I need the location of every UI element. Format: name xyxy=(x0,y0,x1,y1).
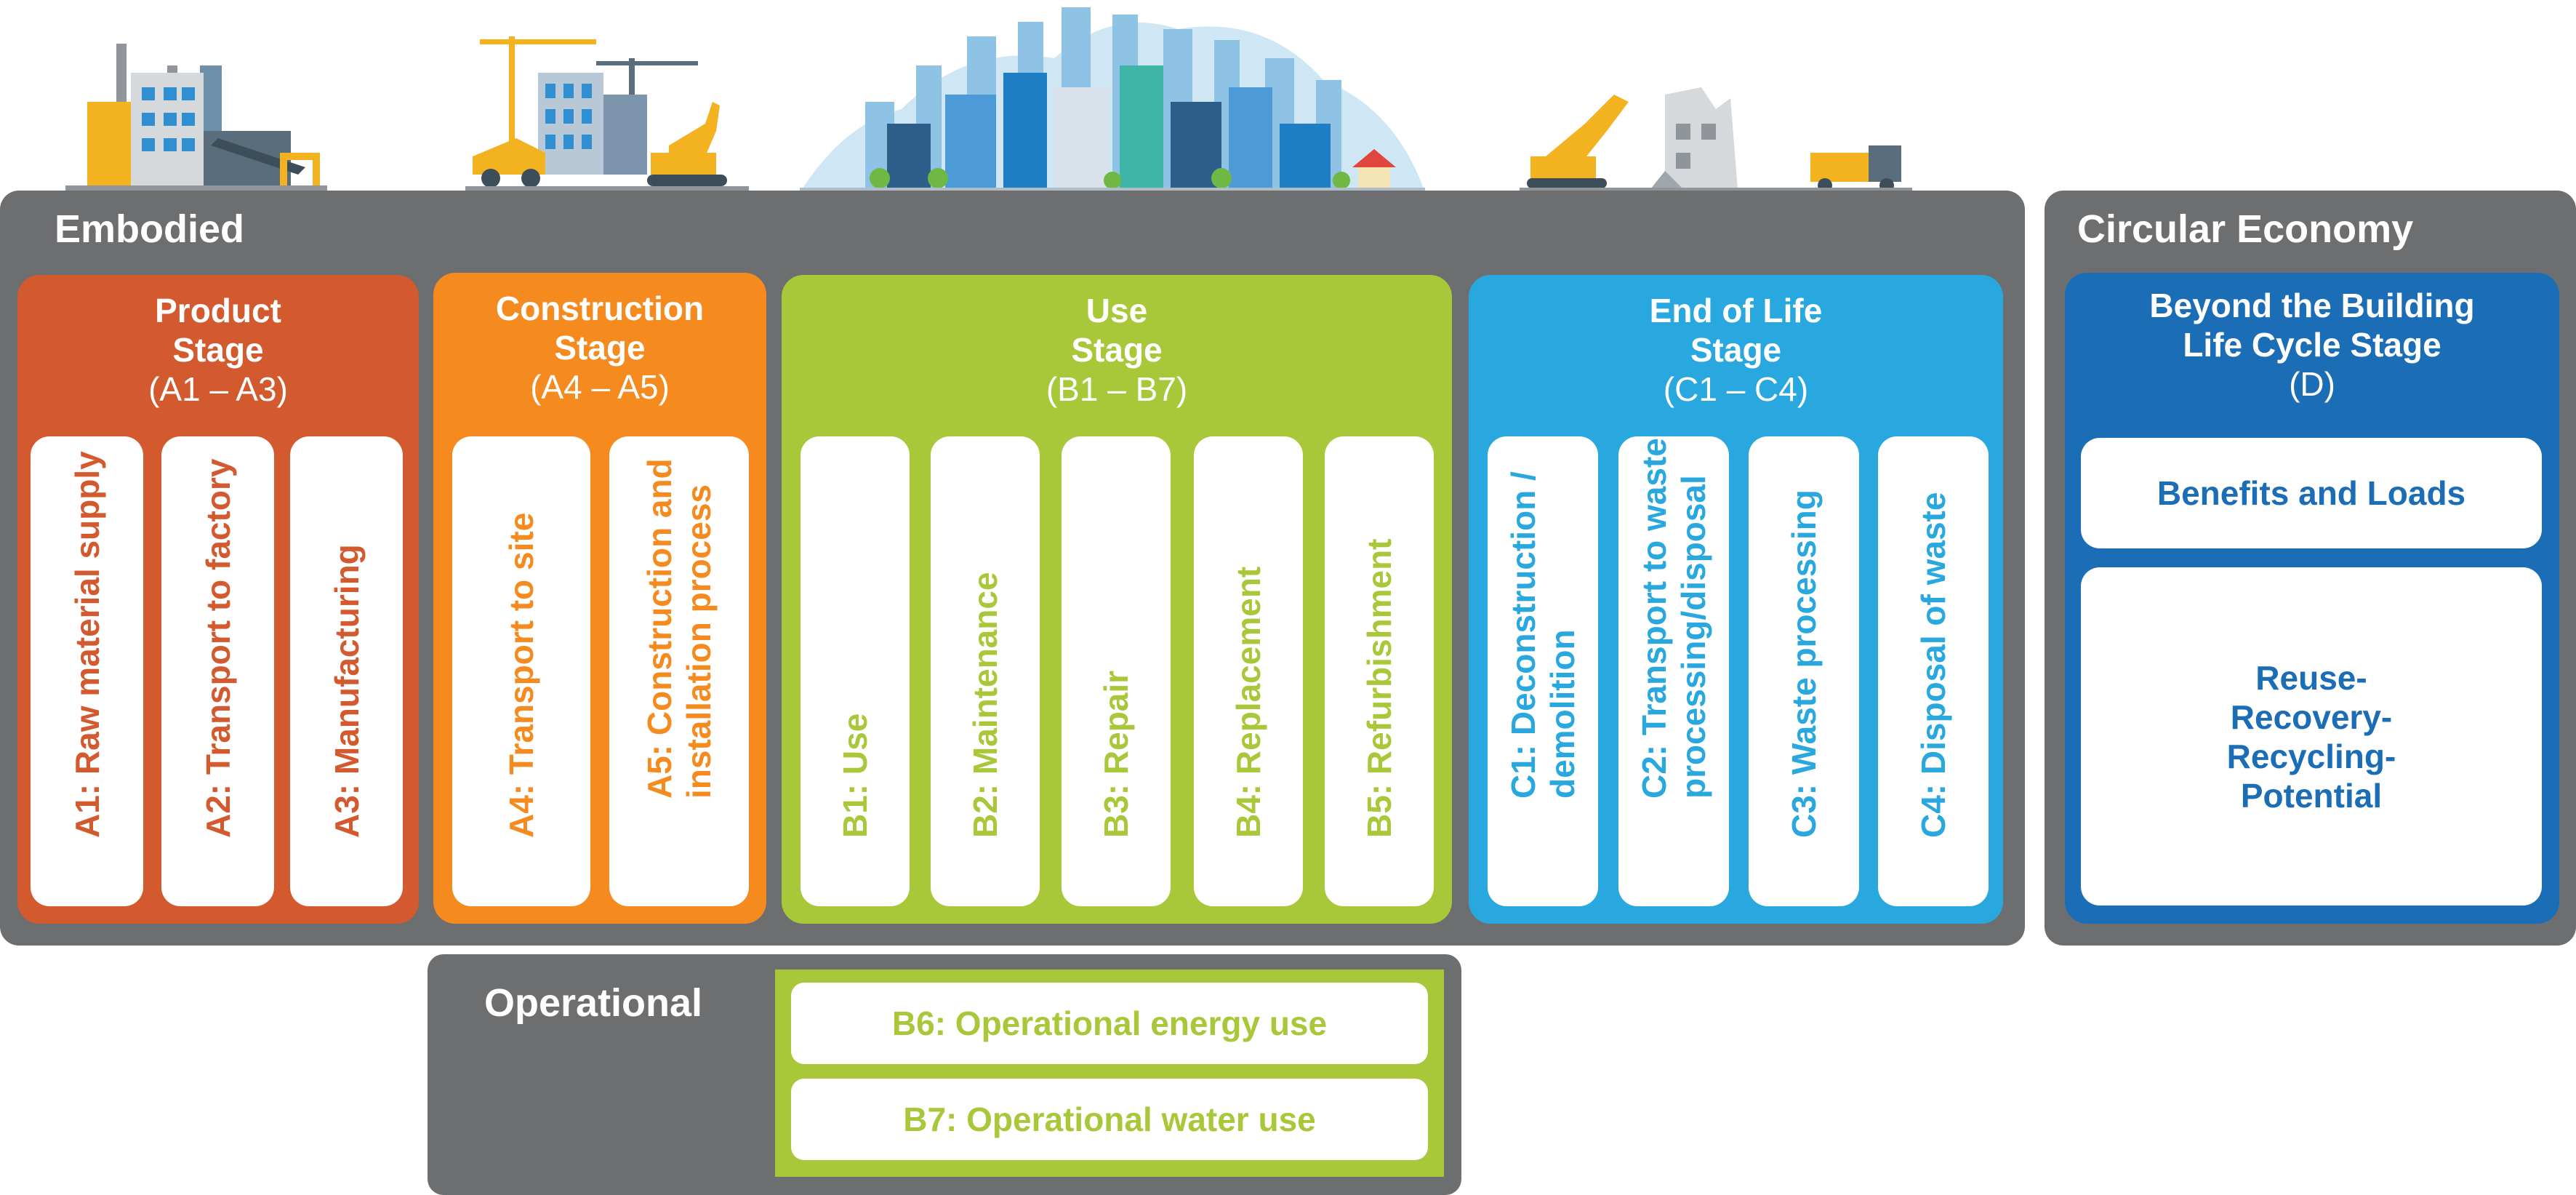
card-a2-label: A2: Transport to factory xyxy=(198,458,237,838)
reuse-line-2: Recovery- xyxy=(2230,698,2393,736)
card-b4: B4: Replacement xyxy=(1194,436,1303,906)
card-reuse-recovery: Reuse- Recovery- Recycling- Potential xyxy=(2081,567,2542,906)
card-c2-label: C2: Transport to waste processing/dispos… xyxy=(1634,438,1713,799)
card-b6: B6: Operational energy use xyxy=(791,983,1428,1064)
circular-economy-title: Circular Economy xyxy=(2077,207,2414,251)
product-stage-header: Product Stage (A1 – A3) xyxy=(17,291,419,409)
beyond-stage-line2: Life Cycle Stage xyxy=(2183,326,2441,364)
card-c4: C4: Disposal of waste xyxy=(1878,436,1989,906)
construction-stage-name: Construction xyxy=(495,289,705,327)
card-b4-label: B4: Replacement xyxy=(1229,566,1267,838)
construction-stage: Construction Stage (A4 – A5) A4: Transpo… xyxy=(433,273,766,924)
card-b3-label: B3: Repair xyxy=(1097,670,1135,838)
card-a1-label: A1: Raw material supply xyxy=(68,451,106,838)
construction-stage-code: (A4 – A5) xyxy=(530,368,670,406)
reuse-line-4: Potential xyxy=(2240,776,2383,815)
card-c1-label: C1: Deconstruction / demolition xyxy=(1504,471,1582,799)
card-a2: A2: Transport to factory xyxy=(161,436,274,906)
card-a1: A1: Raw material supply xyxy=(31,436,143,906)
beyond-stage-header: Beyond the Building Life Cycle Stage (D) xyxy=(2065,286,2559,404)
end-of-life-stage: End of Life Stage (C1 – C4) C1: Deconstr… xyxy=(1469,275,2003,924)
beyond-stage-code: (D) xyxy=(2289,365,2335,403)
card-c1-line2: demolition xyxy=(1544,629,1581,799)
card-benefits-loads: Benefits and Loads xyxy=(2081,438,2542,548)
city-skyline-illustration xyxy=(800,7,1425,193)
end-of-life-stage-code: (C1 – C4) xyxy=(1663,370,1809,408)
card-a4-label: A4: Transport to site xyxy=(502,512,540,838)
card-b3: B3: Repair xyxy=(1062,436,1171,906)
card-b6-label: B6: Operational energy use xyxy=(891,1004,1328,1042)
card-b5-label: B5: Refurbishment xyxy=(1360,538,1398,838)
end-of-life-stage-label: Stage xyxy=(1690,331,1782,369)
use-stage: Use Stage (B1 – B7) B1: Use B2: Maintena… xyxy=(782,275,1452,924)
product-stage-code: (A1 – A3) xyxy=(148,370,288,408)
card-b5: B5: Refurbishment xyxy=(1325,436,1434,906)
card-a3: A3: Manufacturing xyxy=(290,436,403,906)
product-stage-label: Stage xyxy=(172,331,264,369)
card-a3-label: A3: Manufacturing xyxy=(327,544,366,838)
beyond-stage: Beyond the Building Life Cycle Stage (D)… xyxy=(2065,273,2559,924)
use-stage-code: (B1 – B7) xyxy=(1046,370,1188,408)
embodied-title: Embodied xyxy=(55,207,245,251)
construction-site-illustration xyxy=(465,36,749,193)
construction-stage-header: Construction Stage (A4 – A5) xyxy=(433,289,766,407)
reuse-line-3: Recycling- xyxy=(2226,737,2396,775)
card-c1: C1: Deconstruction / demolition xyxy=(1488,436,1598,906)
use-stage-header: Use Stage (B1 – B7) xyxy=(782,291,1452,409)
card-b1-label: B1: Use xyxy=(836,713,874,838)
card-b1: B1: Use xyxy=(801,436,910,906)
card-c3: C3: Waste processing xyxy=(1749,436,1859,906)
card-reuse-recovery-label: Reuse- Recovery- Recycling- Potential xyxy=(2081,658,2542,815)
card-a5-label: A5: Construction and installation proces… xyxy=(640,458,718,799)
card-c4-label: C4: Disposal of waste xyxy=(1914,492,1952,838)
card-b2-label: B2: Maintenance xyxy=(966,572,1004,838)
card-a5: A5: Construction and installation proces… xyxy=(609,436,749,906)
use-stage-name: Use xyxy=(1086,292,1148,329)
card-b7-label: B7: Operational water use xyxy=(903,1100,1316,1138)
product-stage: Product Stage (A1 – A3) A1: Raw material… xyxy=(17,275,419,924)
card-b2: B2: Maintenance xyxy=(931,436,1040,906)
product-stage-name: Product xyxy=(155,292,281,329)
operational-use-box: B6: Operational energy use B7: Operation… xyxy=(775,970,1444,1177)
factory-illustration xyxy=(65,44,327,193)
card-a4: A4: Transport to site xyxy=(452,436,590,906)
construction-stage-label: Stage xyxy=(554,329,646,367)
end-of-life-stage-name: End of Life xyxy=(1649,292,1823,329)
card-a5-line2: installation process xyxy=(680,484,718,799)
demolition-illustration xyxy=(1520,87,1912,193)
end-of-life-stage-header: End of Life Stage (C1 – C4) xyxy=(1469,291,2003,409)
use-stage-label: Stage xyxy=(1071,331,1163,369)
card-benefits-loads-label: Benefits and Loads xyxy=(2156,474,2466,512)
card-b7: B7: Operational water use xyxy=(791,1079,1428,1160)
card-c1-line1: C1: Deconstruction / xyxy=(1504,471,1542,799)
card-c2-line2: processing/disposal xyxy=(1674,475,1712,799)
operational-title: Operational xyxy=(484,981,703,1025)
reuse-line-1: Reuse- xyxy=(2255,658,2367,697)
card-c2-line1: C2: Transport to waste xyxy=(1635,438,1673,799)
card-c2: C2: Transport to waste processing/dispos… xyxy=(1618,436,1729,906)
card-c3-label: C3: Waste processing xyxy=(1785,489,1823,838)
beyond-stage-line1: Beyond the Building xyxy=(2149,287,2475,324)
card-a5-line1: A5: Construction and xyxy=(641,458,678,799)
